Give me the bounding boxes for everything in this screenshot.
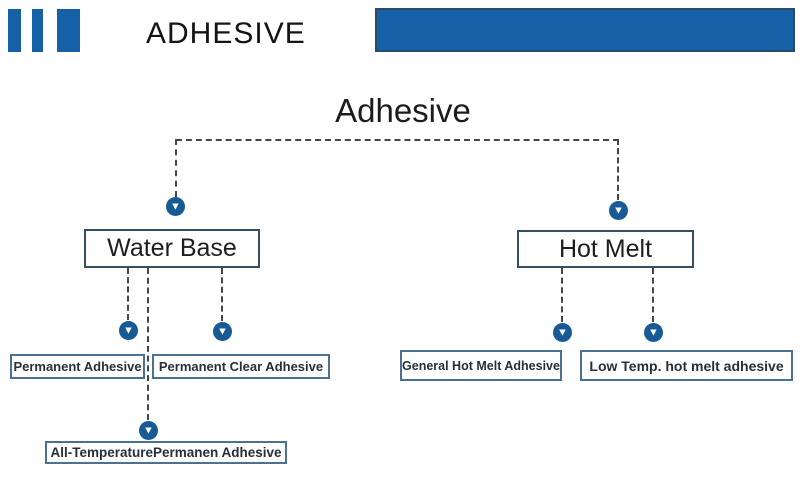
down-arrow-glyph: ▼ (143, 424, 154, 437)
header-banner-bar (375, 8, 795, 52)
node-hot-melt-label: Hot Melt (558, 234, 653, 263)
connector-line (221, 268, 223, 321)
down-arrow-glyph: ▼ (557, 326, 568, 339)
node-permanent-clear-adhesive-label: Permanent Clear Adhesive (158, 359, 324, 374)
node-all-temperature-permanent-adhesive-label: All-TemperaturePermanen Adhesive (50, 445, 282, 460)
down-arrow-icon: ▼ (553, 323, 572, 342)
connector-line (176, 139, 619, 141)
down-arrow-glyph: ▼ (123, 324, 134, 337)
header-accent-bar-1 (8, 9, 21, 52)
connector-line (561, 268, 563, 322)
node-general-hot-melt-adhesive-label: General Hot Melt Adhesive (402, 358, 560, 373)
down-arrow-glyph: ▼ (217, 325, 228, 338)
connector-line (127, 268, 129, 320)
root-node-label: Adhesive (335, 92, 471, 129)
node-permanent-clear-adhesive: Permanent Clear Adhesive (152, 354, 330, 379)
connector-line (147, 268, 149, 420)
connector-line (617, 139, 619, 200)
connector-line (175, 139, 177, 197)
down-arrow-icon: ▼ (644, 323, 663, 342)
node-low-temp-hot-melt-adhesive-label: Low Temp. hot melt adhesive (589, 357, 784, 374)
down-arrow-icon: ▼ (166, 197, 185, 216)
down-arrow-icon: ▼ (609, 201, 628, 220)
node-general-hot-melt-adhesive: General Hot Melt Adhesive (400, 350, 562, 381)
down-arrow-icon: ▼ (139, 421, 158, 440)
node-hot-melt: Hot Melt (517, 230, 694, 268)
down-arrow-glyph: ▼ (648, 326, 659, 339)
connector-line (652, 268, 654, 322)
down-arrow-icon: ▼ (119, 321, 138, 340)
node-water-base-label: Water Base (107, 234, 237, 262)
down-arrow-glyph: ▼ (170, 200, 181, 213)
down-arrow-glyph: ▼ (613, 204, 624, 217)
header-title: ADHESIVE (146, 17, 306, 50)
down-arrow-icon: ▼ (213, 322, 232, 341)
node-permanent-adhesive-label: Permanent Adhesive (13, 359, 142, 374)
header-accent-bar-2 (32, 9, 43, 52)
header-accent-bar-3 (57, 9, 80, 52)
node-water-base: Water Base (84, 229, 260, 268)
node-permanent-adhesive: Permanent Adhesive (10, 354, 145, 379)
node-low-temp-hot-melt-adhesive: Low Temp. hot melt adhesive (580, 350, 793, 381)
node-all-temperature-permanent-adhesive: All-TemperaturePermanen Adhesive (45, 441, 287, 464)
